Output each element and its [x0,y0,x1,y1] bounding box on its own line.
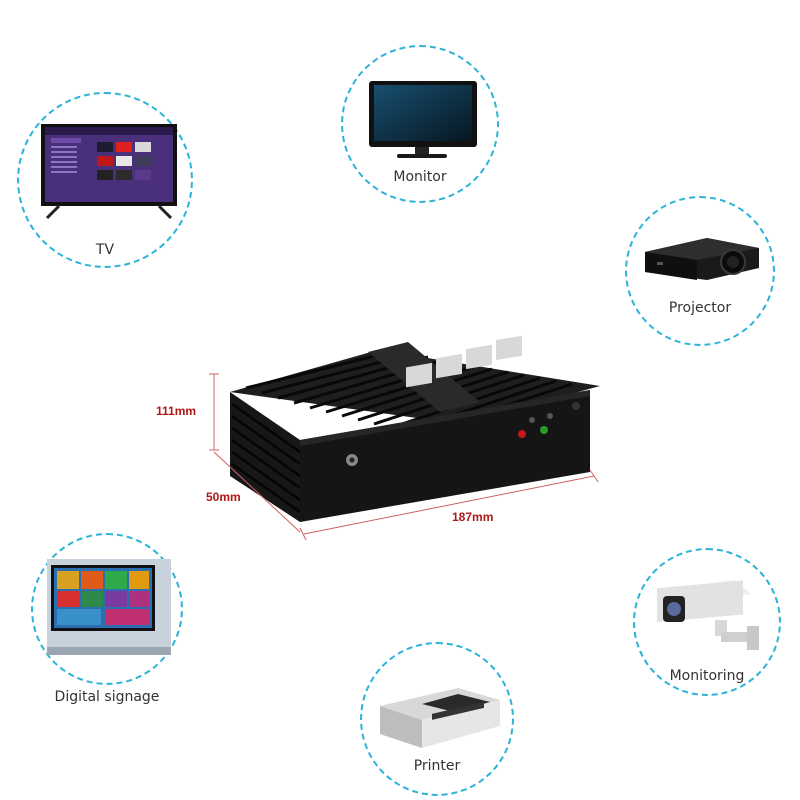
monitoring-label: Monitoring [669,668,745,684]
monitoring-circle: Monitoring [633,548,781,696]
tv-label: TV [95,242,115,258]
tv-icon [41,124,177,220]
dimension-width: 187mm [452,510,494,524]
dimension-height: 111mm [156,404,197,418]
projector-icon [645,238,759,280]
dimension-depth: 50mm [206,490,241,504]
digital-signage-label: Digital signage [54,689,160,705]
tv-circle: TV [17,92,193,268]
printer-circle: Printer [360,642,514,796]
monitor-icon [369,81,477,158]
projector-circle: Projector [625,196,775,346]
digital-signage-icon [47,559,171,655]
camera-icon [657,580,759,650]
printer-label: Printer [413,758,461,774]
digital-signage-circle: Digital signage [31,533,183,705]
projector-label: Projector [668,300,732,316]
monitor-circle: Monitor [341,45,499,203]
monitor-label: Monitor [393,169,447,185]
printer-icon [380,688,500,748]
